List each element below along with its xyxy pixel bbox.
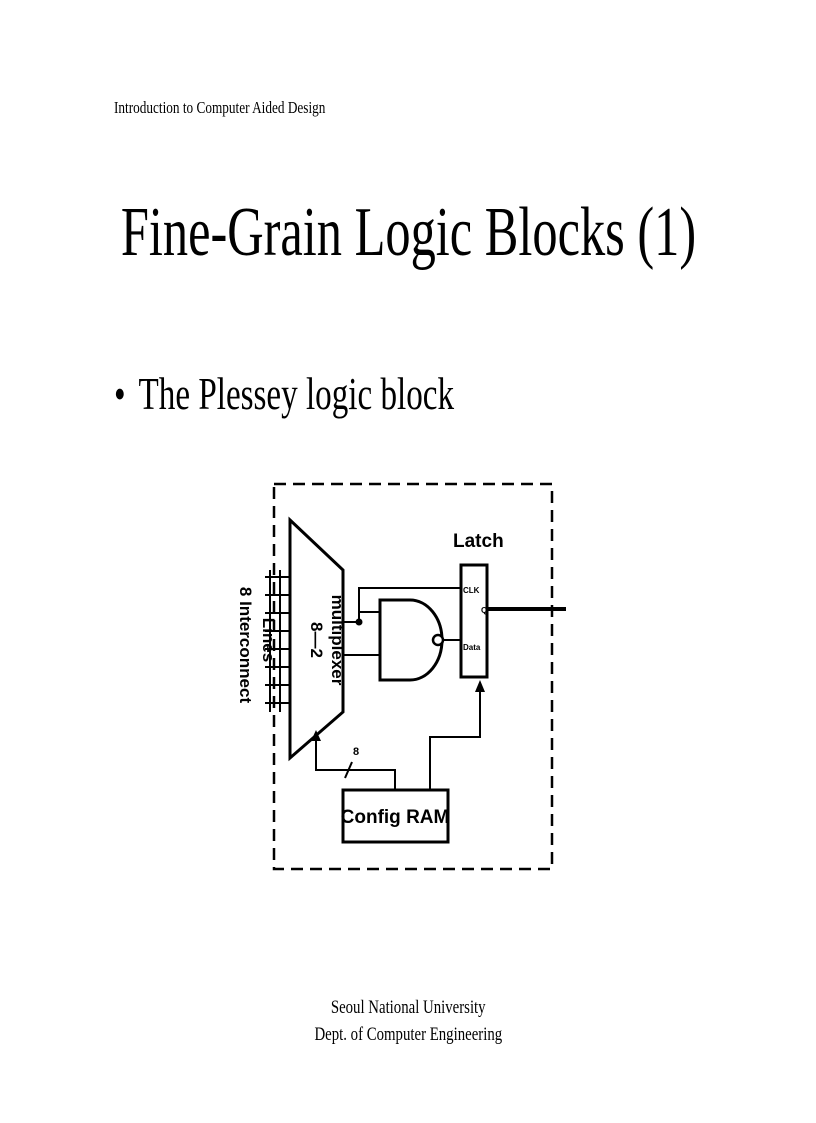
- plessey-logic-block-diagram: 8 Interconnect Lines 8—2 multiplexer Lat…: [236, 482, 566, 871]
- mux-label-bottom: multiplexer: [328, 595, 347, 686]
- wire-junction-dot: [355, 618, 363, 626]
- footer: Seoul National University Dept. of Compu…: [0, 994, 816, 1048]
- bullet-text: The Plessey logic block: [138, 368, 455, 419]
- lines-label: Lines: [259, 618, 278, 662]
- latch-enable-arrow: [475, 680, 485, 692]
- latch-label: Latch: [453, 531, 504, 552]
- bullet-item: •The Plessey logic block: [114, 364, 454, 424]
- slide-title-text: Fine-Grain Logic Blocks (1): [120, 194, 696, 271]
- mux-label-top: 8—2: [307, 622, 326, 658]
- bullet-marker: •: [114, 368, 126, 419]
- course-header: Introduction to Computer Aided Design: [114, 98, 326, 117]
- bus-width-label: 8: [353, 746, 359, 758]
- config-ram-label: Config RAM: [341, 807, 450, 828]
- logic-block-boundary: [272, 482, 554, 871]
- footer-university: Seoul National University: [330, 997, 486, 1018]
- latch-clk-label: CLK: [463, 586, 480, 595]
- slide-title: Fine-Grain Logic Blocks (1): [0, 188, 816, 278]
- latch-block: [459, 563, 489, 679]
- footer-department: Dept. of Computer Engineering: [314, 1024, 502, 1045]
- nand-bubble: [431, 633, 445, 647]
- config-control-wires: [315, 690, 481, 790]
- latch-data-label: Data: [463, 643, 481, 652]
- latch-q-label: Q: [481, 606, 487, 615]
- interconnect-label: 8 Interconnect: [236, 587, 255, 704]
- multiplexer-block: [288, 516, 345, 762]
- mux-select-arrow: [311, 730, 321, 741]
